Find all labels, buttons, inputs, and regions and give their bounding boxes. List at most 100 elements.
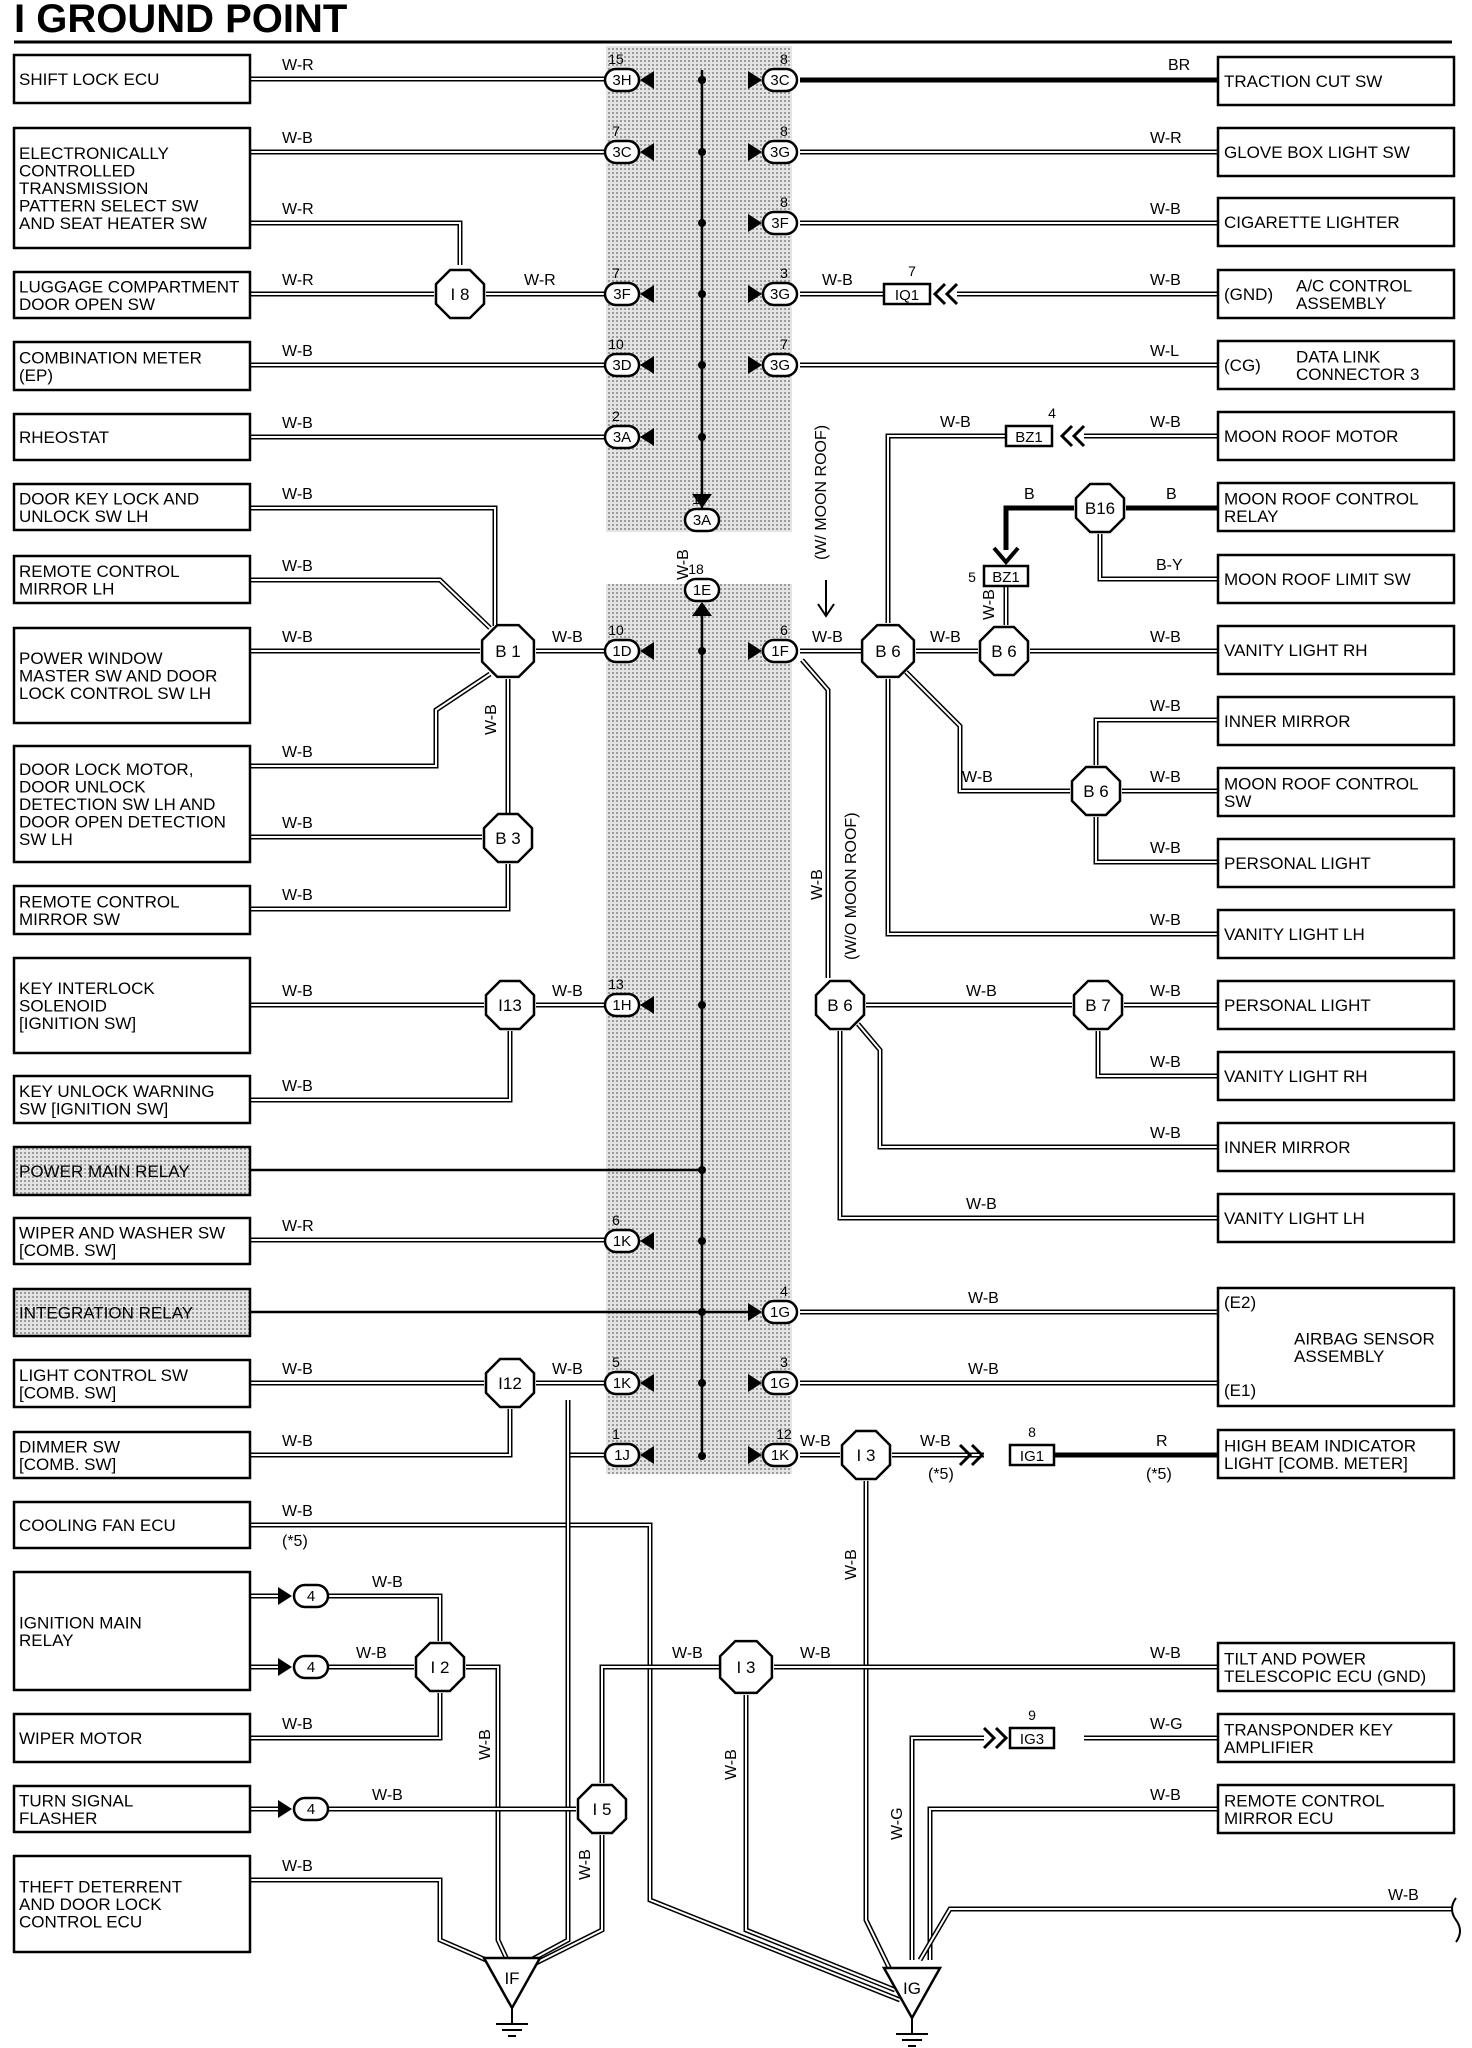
connector-c4 bbox=[292, 1654, 330, 1680]
pin-label: (CG) bbox=[1224, 356, 1261, 375]
wire-color-label: W-R bbox=[282, 1218, 314, 1235]
component-box-personal_2 bbox=[1216, 979, 1456, 1031]
wire-color-label: W-B bbox=[282, 629, 313, 646]
wire-color-label: W-B bbox=[1150, 983, 1181, 1000]
junction-dot bbox=[698, 647, 706, 655]
component-label: KEY INTERLOCK bbox=[19, 979, 155, 998]
connector-arrow bbox=[640, 1374, 654, 1392]
connector-label: 3C bbox=[612, 144, 631, 161]
wire bbox=[328, 1593, 443, 1641]
component-box-traction_cut bbox=[1216, 55, 1456, 107]
junction-dot bbox=[698, 1452, 706, 1460]
component-box-theft bbox=[12, 1854, 252, 1954]
component-box-moon_relay bbox=[1216, 481, 1456, 533]
pin-number: 4 bbox=[780, 1283, 788, 1299]
component-label: SW LH bbox=[19, 830, 73, 849]
wire-color-label: W-B bbox=[282, 415, 313, 432]
connector-c1K bbox=[603, 1228, 641, 1254]
wire-color-label: W-R bbox=[282, 272, 314, 289]
connector-iq1 bbox=[882, 282, 932, 306]
component-label: MOON ROOF MOTOR bbox=[1224, 427, 1398, 446]
junction-dot bbox=[698, 1166, 706, 1174]
pin-number: 7 bbox=[908, 263, 916, 279]
component-box-cooling_fan bbox=[12, 1500, 252, 1550]
splice-b6 bbox=[1070, 765, 1122, 817]
junction-block-lower bbox=[606, 584, 792, 1474]
pin-number: 6 bbox=[612, 1212, 620, 1228]
junction-dot bbox=[698, 1379, 706, 1387]
component-label: REMOTE CONTROL bbox=[19, 562, 180, 581]
component-label: [COMB. SW] bbox=[19, 1455, 116, 1474]
connector-c4 bbox=[292, 1583, 330, 1609]
connector-bz1 bbox=[982, 564, 1030, 588]
component-label: RELAY bbox=[1224, 507, 1279, 526]
wire-color-label: W-B bbox=[920, 1433, 951, 1450]
wire-color-label: W-B bbox=[477, 1729, 494, 1760]
component-box-high_beam bbox=[1216, 1428, 1456, 1480]
wire-core bbox=[1095, 817, 1218, 863]
wire-core bbox=[801, 659, 829, 978]
connector-arrow bbox=[748, 71, 762, 89]
component-label: TRANSPONDER KEY bbox=[1224, 1720, 1393, 1739]
wire-color-label: W-B bbox=[282, 744, 313, 761]
junction-dot bbox=[698, 1308, 706, 1316]
wire-core bbox=[328, 1595, 441, 1641]
component-box-pw_master bbox=[12, 626, 252, 725]
wire bbox=[466, 1664, 513, 1968]
component-box-light_control bbox=[12, 1358, 252, 1409]
component-box-vanity_lh_1 bbox=[1216, 908, 1456, 960]
wire bbox=[917, 1906, 1452, 1962]
connector-label: 3A bbox=[613, 429, 631, 446]
component-label: MOON ROOF CONTROL bbox=[1224, 774, 1419, 793]
component-box-vanity_rh_2 bbox=[1216, 1050, 1456, 1102]
connector-c3G bbox=[761, 352, 799, 378]
wire-color-label: W-B bbox=[675, 549, 692, 580]
connector-arrow bbox=[278, 1587, 292, 1605]
component-label: WIPER MOTOR bbox=[19, 1729, 142, 1748]
component-label: VANITY LIGHT RH bbox=[1224, 1067, 1368, 1086]
component-label: VANITY LIGHT RH bbox=[1224, 641, 1368, 660]
wire-color-label: W-G bbox=[1150, 1716, 1183, 1733]
connector-label: 1E bbox=[693, 582, 711, 599]
connector-label: IG1 bbox=[1020, 1448, 1044, 1465]
component-label: AND SEAT HEATER SW bbox=[19, 214, 207, 233]
pin-number: 4 bbox=[1048, 405, 1056, 421]
component-label: CONTROL ECU bbox=[19, 1913, 142, 1932]
connector-arrow bbox=[640, 71, 654, 89]
connector-arrow bbox=[640, 356, 654, 374]
wire bbox=[1093, 717, 1218, 765]
component-label: IGNITION MAIN bbox=[19, 1613, 142, 1632]
ground-point-ig bbox=[881, 1966, 943, 2021]
wire-color-label: W-B bbox=[282, 1503, 313, 1520]
splice-label: B 3 bbox=[495, 829, 521, 848]
connector-label: 4 bbox=[307, 1588, 315, 1605]
wire-color-label: W-B bbox=[672, 1645, 703, 1662]
component-label: INNER MIRROR bbox=[1224, 712, 1351, 731]
component-label: INNER MIRROR bbox=[1224, 1138, 1351, 1157]
wire-core bbox=[529, 1835, 603, 1967]
component-label: ELECTRONICALLY bbox=[19, 144, 169, 163]
component-box-moon_limit bbox=[1216, 553, 1456, 605]
wire-color-label: W-B bbox=[282, 1361, 313, 1378]
splice-b16 bbox=[1074, 482, 1126, 534]
wire-color-label: W-B bbox=[1150, 912, 1181, 929]
component-label: SW bbox=[1224, 792, 1251, 811]
component-label: TELESCOPIC ECU (GND) bbox=[1224, 1667, 1426, 1686]
connector-arrow bbox=[640, 996, 654, 1014]
connector-label: IQ1 bbox=[895, 287, 919, 304]
component-label: AMPLIFIER bbox=[1224, 1738, 1314, 1757]
wire-core bbox=[919, 1908, 1452, 1961]
wire-color-label: W-B bbox=[577, 1849, 594, 1880]
component-label: DOOR LOCK MOTOR, bbox=[19, 760, 193, 779]
component-box-combo_meter bbox=[12, 340, 252, 392]
wire-color-label: W-B bbox=[282, 343, 313, 360]
wire-color-label: W-B bbox=[282, 887, 313, 904]
wire bbox=[863, 1481, 903, 1992]
pin-number: 7 bbox=[780, 336, 788, 352]
component-box-moon_control_sw bbox=[1216, 766, 1456, 818]
component-label: DOOR OPEN SW bbox=[19, 295, 155, 314]
component-label: SHIFT LOCK ECU bbox=[19, 70, 159, 89]
connector-c3F bbox=[603, 281, 641, 307]
junction-dot bbox=[698, 1237, 706, 1245]
connector-arrow bbox=[640, 285, 654, 303]
